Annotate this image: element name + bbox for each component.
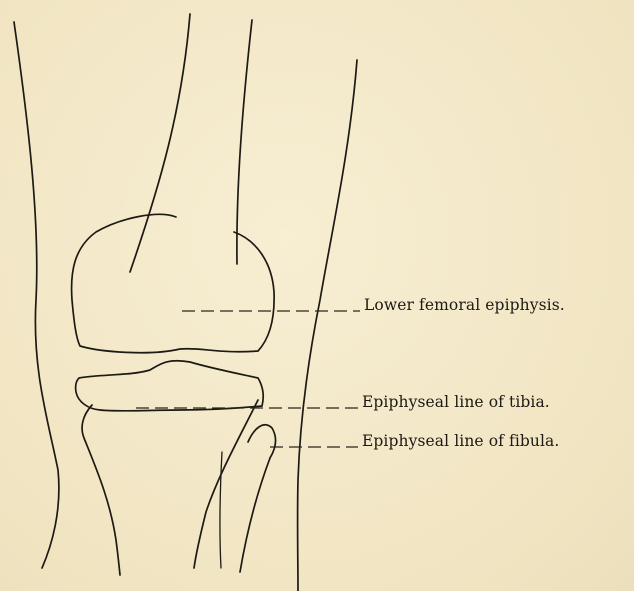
leg-outline-right — [298, 60, 357, 591]
label-epiphyseal-line-fibula: Epiphyseal line of fibula. — [362, 432, 559, 450]
tibial-epiphysis-outline — [76, 361, 264, 411]
femur-shaft-right — [237, 20, 252, 264]
tibia-shaft-right — [194, 400, 258, 568]
leg-outline-left — [14, 22, 59, 568]
tibia-inner-line — [220, 452, 222, 568]
fibula-head — [248, 425, 276, 458]
tibia-shaft-left — [82, 405, 120, 575]
lower-femoral-epiphysis-outline — [72, 214, 275, 352]
label-epiphyseal-line-tibia: Epiphyseal line of tibia. — [362, 393, 550, 411]
label-lower-femoral-epiphysis: Lower femoral epiphysis. — [364, 296, 565, 314]
fibula-shaft — [240, 458, 270, 572]
femur-shaft-left — [130, 14, 190, 272]
